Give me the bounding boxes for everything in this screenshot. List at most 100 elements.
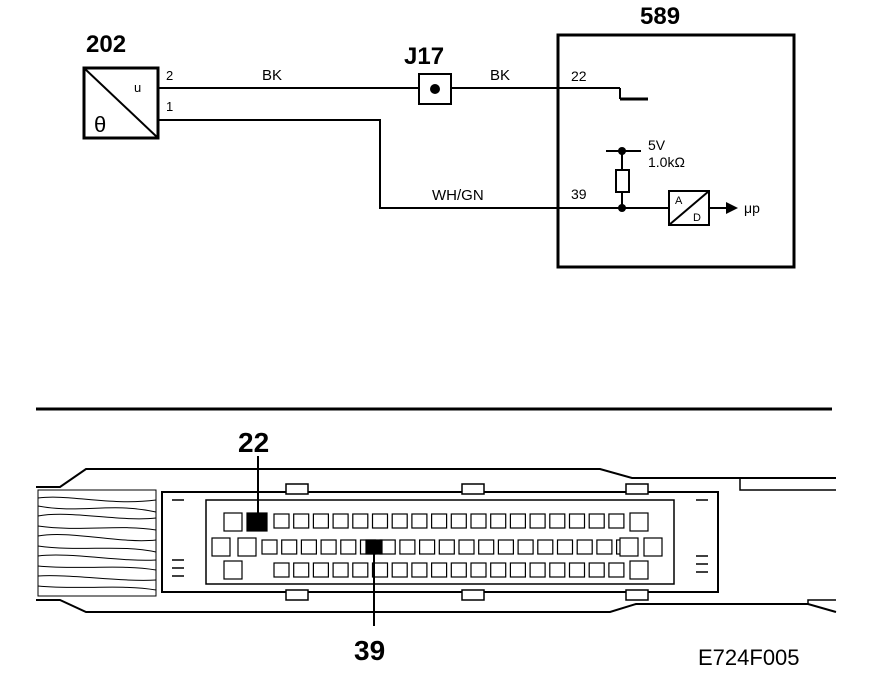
pin-cavity <box>340 539 357 555</box>
pin-cavity <box>470 513 487 529</box>
wire-bk-right-label: BK <box>490 67 510 84</box>
pin-cavity <box>371 562 389 578</box>
pin-cavity <box>490 513 507 529</box>
wire-whgn: WH/GN <box>158 119 622 209</box>
pin-cavity <box>608 562 625 578</box>
junction-j17: J17 <box>404 43 452 105</box>
housing-lip-top <box>739 478 836 491</box>
output-arrow-icon <box>726 202 738 214</box>
ecu-589: 589 22 39 5V 1.0kΩ A D μp <box>556 3 796 269</box>
pin-22-highlight <box>246 512 268 532</box>
pin-cavity <box>588 562 605 578</box>
pin-cavity <box>529 513 546 529</box>
adc-a-label: A <box>675 195 683 207</box>
pin-cavity <box>450 513 467 529</box>
pin-cavity <box>490 562 507 578</box>
pin-cavity <box>549 562 566 578</box>
locking-tab <box>285 483 309 495</box>
housing-top-edge <box>36 468 836 488</box>
figure-id: E724F005 <box>698 645 800 670</box>
harness-wire <box>37 575 157 581</box>
pin-cavity <box>273 513 290 529</box>
adc-d-label: D <box>693 212 701 224</box>
callout-22-label: 22 <box>238 427 269 458</box>
pin-cavity <box>576 539 593 555</box>
pin-cavity-large <box>223 512 243 532</box>
pin-cavity <box>517 539 534 555</box>
pin-cavity-large <box>237 537 257 557</box>
pin-cavity <box>411 562 428 578</box>
adc-diagonal <box>668 190 710 226</box>
side-ribs-right <box>696 499 708 573</box>
pin-cavity <box>411 513 428 529</box>
pin-cavity <box>332 513 349 529</box>
sensor-box <box>82 66 160 140</box>
pin-cavity <box>281 539 298 555</box>
microprocessor-label: μp <box>744 200 760 216</box>
pin-cavity <box>478 539 495 555</box>
harness-wire <box>37 585 157 591</box>
pin-cavity-large <box>629 512 649 532</box>
locking-tab <box>625 589 649 601</box>
pin-cavity <box>529 562 546 578</box>
harness-wire <box>37 533 157 542</box>
wire-bundle <box>37 489 157 597</box>
pin-cavity <box>568 562 586 578</box>
pin-cavity <box>470 562 487 578</box>
pin-cavity <box>391 513 408 529</box>
harness-wire <box>37 545 157 553</box>
pin-cavity <box>431 562 448 578</box>
pin-cavity <box>537 539 554 555</box>
pin-cavity <box>293 513 310 529</box>
locking-tab <box>461 589 485 601</box>
locking-tab <box>625 483 649 495</box>
pin-cavity <box>549 513 566 529</box>
wire-whgn-path <box>158 119 622 209</box>
wire-bk-left-label: BK <box>262 67 282 84</box>
pin-cavity <box>261 539 278 555</box>
pullup-resistor-label: 1.0kΩ <box>648 154 685 170</box>
side-ribs-left <box>172 499 184 577</box>
pin-cavity-large <box>643 537 663 557</box>
pin-cavity <box>352 513 369 529</box>
locking-tab <box>285 589 309 601</box>
theta-symbol: θ <box>94 112 106 137</box>
sensor-202: 202 u θ 2 1 <box>82 31 173 140</box>
wire-whgn-label: WH/GN <box>432 187 484 204</box>
ecu-id-label: 589 <box>640 3 680 30</box>
pin-cavity <box>399 539 416 555</box>
pin-cavity <box>391 562 408 578</box>
pin-cavity <box>588 513 605 529</box>
pin-cavity <box>450 562 467 578</box>
harness-wire <box>37 525 157 531</box>
pin-cavity <box>371 513 389 529</box>
harness-wire <box>37 496 157 503</box>
ecu-pin-39-label: 39 <box>571 186 587 202</box>
sensor-pin-2-label: 2 <box>166 68 173 83</box>
sensor-pin-u-label: u <box>134 80 141 95</box>
pin-cavity <box>293 562 310 578</box>
pin-cavity <box>332 562 349 578</box>
pullup-resistor <box>615 169 630 193</box>
pin-cavity <box>320 539 337 555</box>
pin-cavity <box>300 539 317 555</box>
pin-cavity <box>596 539 613 555</box>
pin-cavity <box>352 562 369 578</box>
wire-bk: BK BK <box>158 67 648 101</box>
junction-dot <box>430 84 440 94</box>
sensor-diagonal <box>83 67 159 139</box>
connector-face <box>205 499 675 585</box>
pin-cavity <box>497 539 514 555</box>
pin-cavity-grid <box>211 512 663 580</box>
housing-lip-bottom <box>807 599 836 604</box>
sensor-id-label: 202 <box>86 31 126 58</box>
harness-wire <box>37 505 157 513</box>
pin-cavity <box>509 513 526 529</box>
junction-id-label: J17 <box>404 43 444 70</box>
wire-bundle-outline <box>37 489 157 597</box>
pin-cavity <box>458 539 475 555</box>
pin-cavity <box>556 539 574 555</box>
pin-cavity <box>312 562 329 578</box>
pin-cavity <box>608 513 625 529</box>
